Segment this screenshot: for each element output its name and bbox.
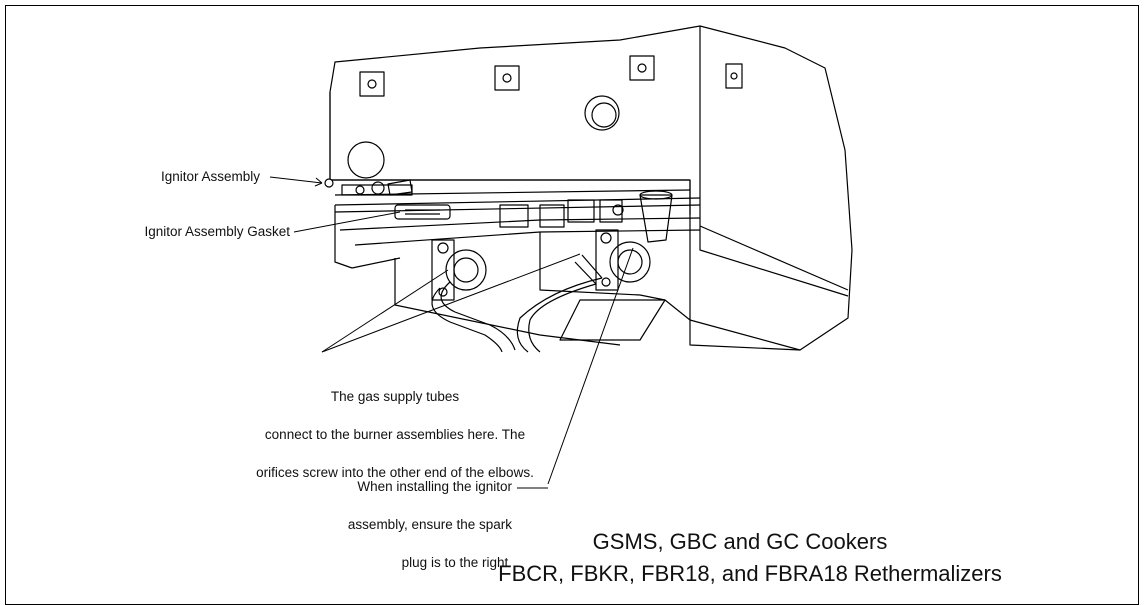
round-plug xyxy=(584,95,620,131)
label-ignitor-assembly-gasket: Ignitor Assembly Gasket xyxy=(144,224,290,239)
leader-lines xyxy=(269,176,634,489)
nut-plate xyxy=(725,63,743,89)
caption-line-2: FBCR, FBKR, FBR18, and FBRA18 Rethermali… xyxy=(498,561,1002,586)
label-ignitor-assembly: Ignitor Assembly xyxy=(160,169,260,184)
ignitor-assembly-shape xyxy=(341,179,413,196)
left-elbow xyxy=(431,239,516,353)
nut-plate xyxy=(629,55,655,81)
nut-plate xyxy=(494,65,520,91)
gas-supply-note: The gas supply tubes connect to the burn… xyxy=(240,368,550,501)
gas-supply-note-line: connect to the burner assemblies here. T… xyxy=(264,427,526,442)
ignitor-note: When installing the ignitor assembly, en… xyxy=(280,458,512,591)
ignitor-note-line: assembly, ensure the spark xyxy=(347,517,512,532)
right-elbow xyxy=(516,229,651,353)
round-plug xyxy=(347,141,385,179)
gas-supply-note-line: The gas supply tubes xyxy=(330,389,460,404)
cabinet-outline xyxy=(329,25,853,351)
caption-line-1: GSMS, GBC and GC Cookers xyxy=(592,529,888,554)
ignitor-gasket-shape xyxy=(394,204,451,220)
ignitor-note-line: plug is to the right. xyxy=(401,555,512,570)
nut-plate xyxy=(359,71,385,97)
gas-supply-note-line: orifices screw into the other end of the… xyxy=(256,465,534,480)
ignitor-note-line: When installing the ignitor xyxy=(357,479,512,494)
